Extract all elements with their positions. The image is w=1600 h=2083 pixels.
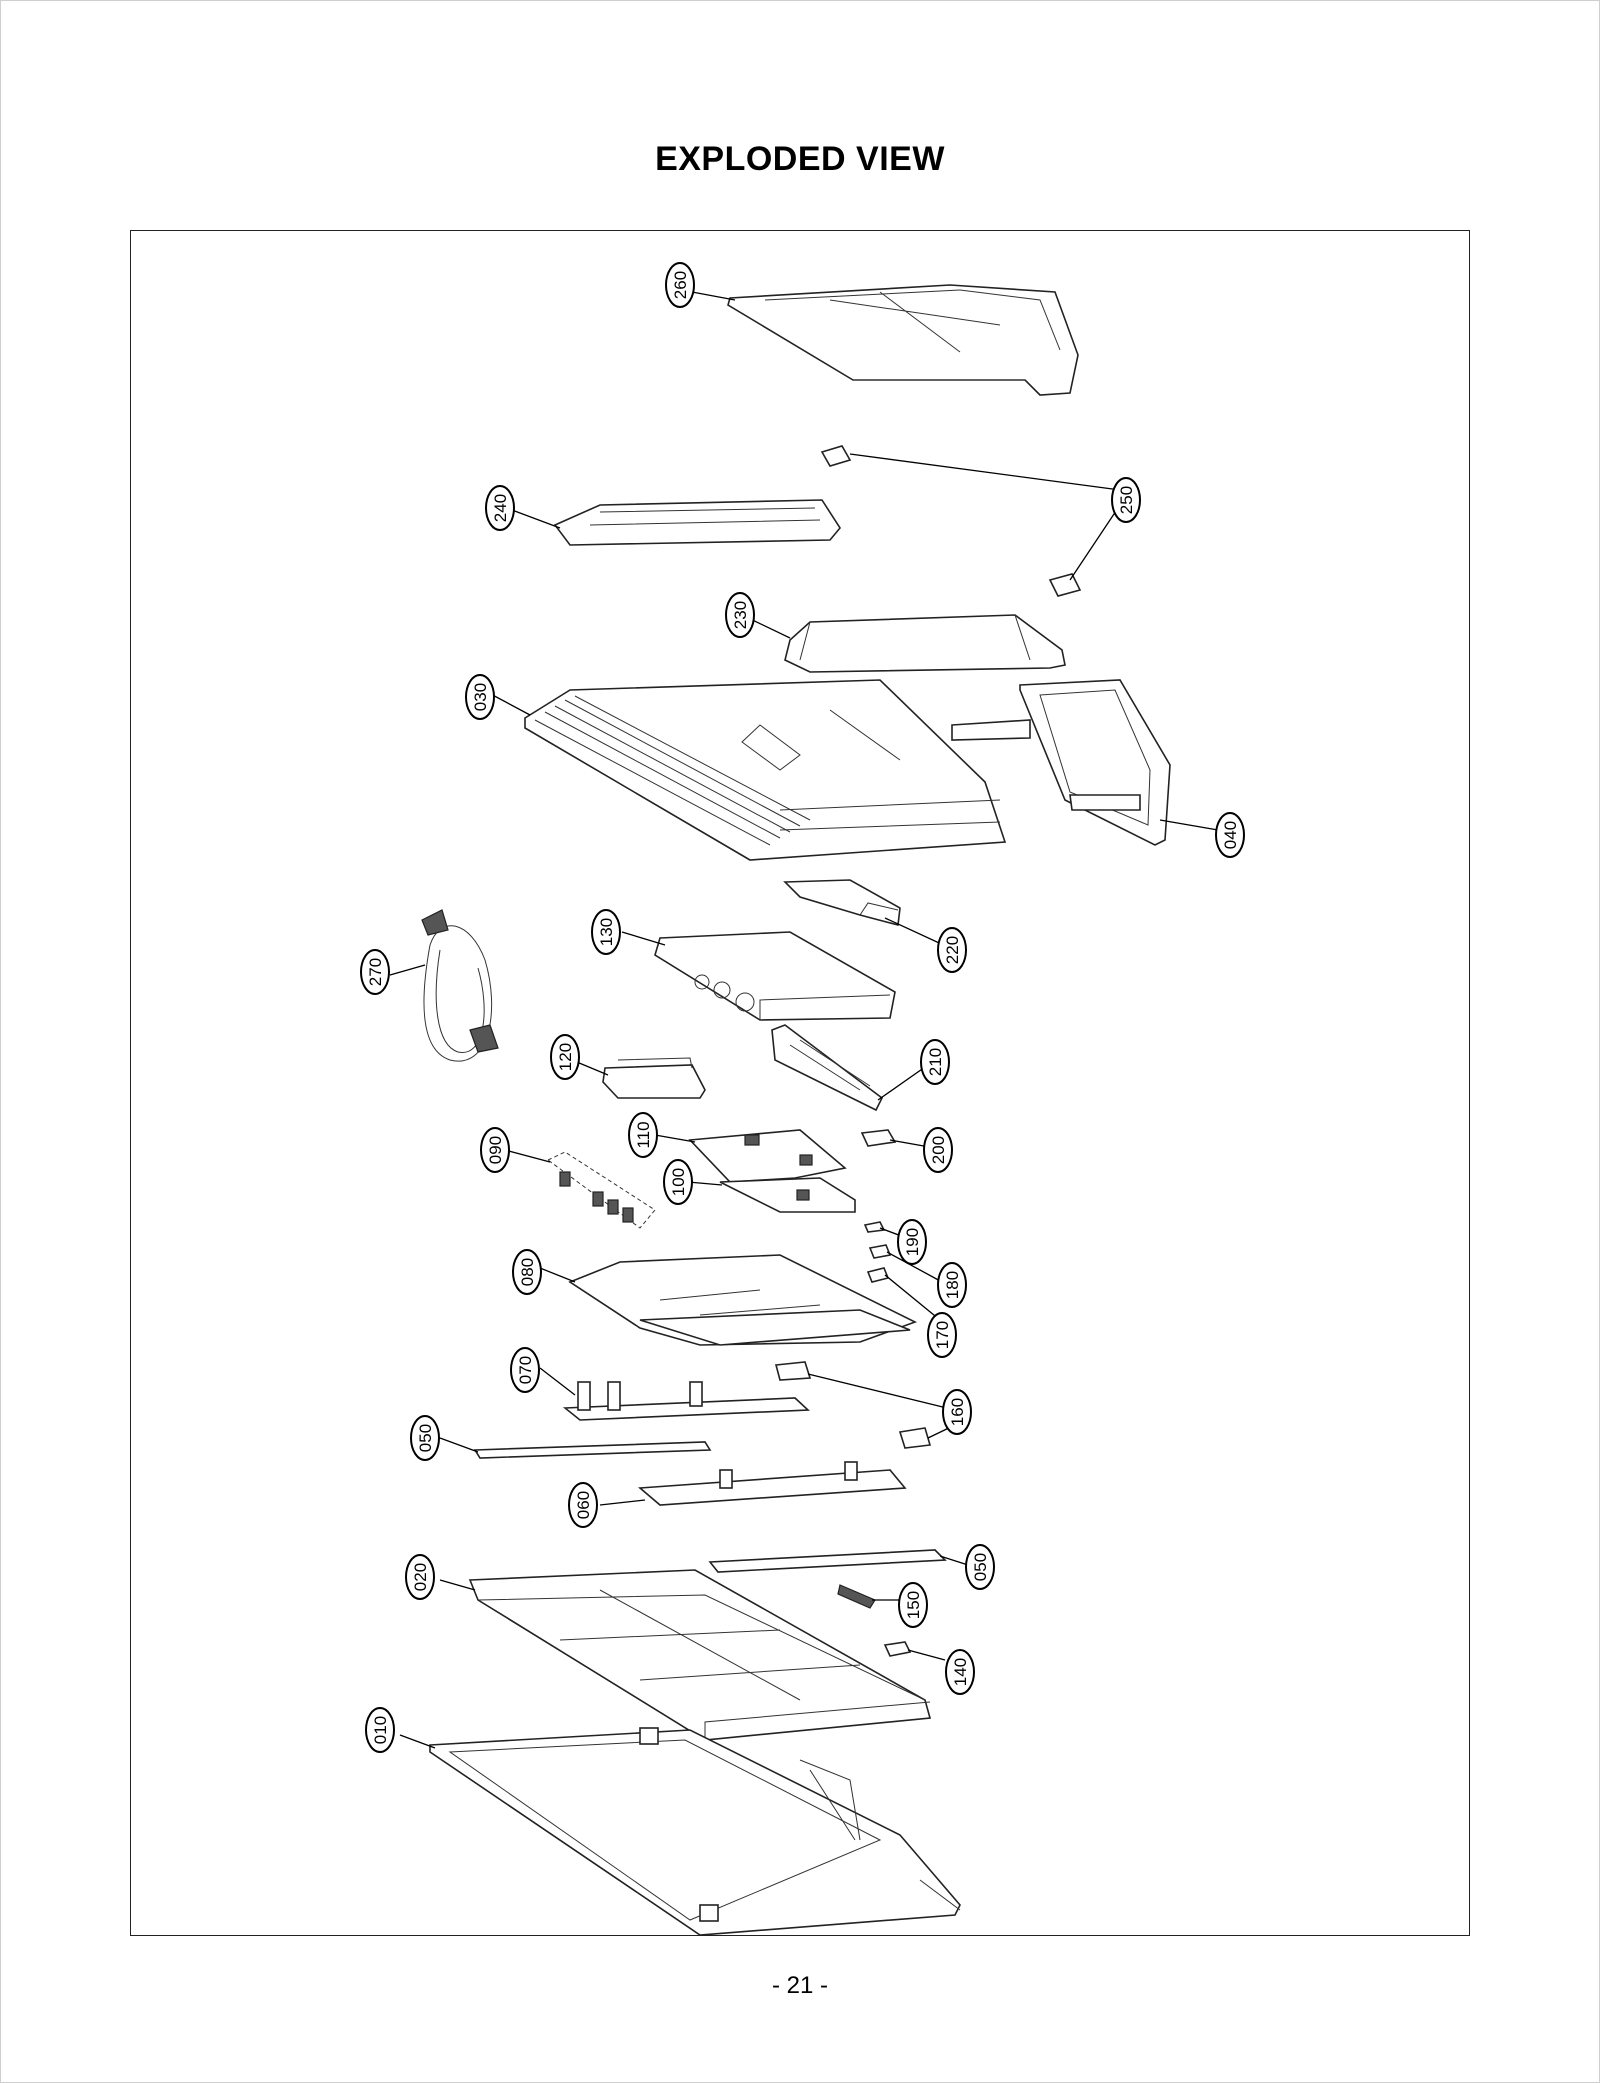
callout-190: 190 <box>897 1219 927 1265</box>
part-250-clips <box>820 445 1082 597</box>
callout-140: 140 <box>945 1649 975 1695</box>
callout-030: 030 <box>465 674 495 720</box>
part-020-panel <box>468 1569 932 1741</box>
svg-text:180: 180 <box>943 1271 962 1299</box>
svg-text:260: 260 <box>671 271 690 299</box>
part-100-board <box>719 1177 856 1213</box>
part-130-power-box <box>654 931 896 1021</box>
callout-170: 170 <box>927 1312 957 1358</box>
svg-text:160: 160 <box>948 1398 967 1426</box>
callout-220: 220 <box>937 927 967 973</box>
svg-text:130: 130 <box>597 918 616 946</box>
svg-text:270: 270 <box>366 958 385 986</box>
callout-040: 040 <box>1215 812 1245 858</box>
svg-text:010: 010 <box>371 1716 390 1744</box>
part-030-back-cabinet <box>524 679 1007 861</box>
callout-010: 010 <box>365 1707 395 1753</box>
callout-120: 120 <box>550 1034 580 1080</box>
svg-text:120: 120 <box>556 1043 575 1071</box>
callout-160: 160 <box>942 1389 972 1435</box>
part-110-main-board <box>688 1129 847 1183</box>
callout-200: 200 <box>923 1127 953 1173</box>
callout-250: 250 <box>1111 477 1141 523</box>
svg-text:030: 030 <box>471 683 490 711</box>
part-090-keys <box>547 1151 656 1229</box>
svg-text:110: 110 <box>634 1121 653 1148</box>
svg-text:020: 020 <box>411 1563 430 1591</box>
part-220-bracket <box>783 879 901 927</box>
svg-text:190: 190 <box>903 1228 922 1256</box>
svg-text:070: 070 <box>516 1356 535 1384</box>
callout-240: 240 <box>485 485 515 531</box>
part-200-board <box>860 1129 897 1147</box>
svg-text:250: 250 <box>1117 486 1136 514</box>
part-160-brackets <box>774 1361 932 1449</box>
callout-050-lower: 050 <box>965 1544 995 1590</box>
callout-230: 230 <box>725 592 755 638</box>
svg-text:050: 050 <box>971 1553 990 1581</box>
svg-text:090: 090 <box>486 1136 505 1164</box>
part-060-bracket <box>637 1461 907 1506</box>
callout-090: 090 <box>480 1127 510 1173</box>
part-240-stand-cover <box>553 499 841 546</box>
callout-270: 270 <box>360 949 390 995</box>
svg-text:220: 220 <box>943 936 962 964</box>
callout-080: 080 <box>512 1249 542 1295</box>
part-070-bracket-bar <box>562 1381 810 1421</box>
part-120-bracket <box>602 1057 706 1099</box>
svg-text:100: 100 <box>669 1168 688 1196</box>
part-230-stand-body <box>784 614 1066 673</box>
callout-050-upper: 050 <box>410 1415 440 1461</box>
svg-text:040: 040 <box>1221 821 1240 849</box>
callout-130: 130 <box>591 909 621 955</box>
part-040-stand-base <box>951 679 1171 846</box>
callout-100: 100 <box>663 1159 693 1205</box>
page-title: EXPLODED VIEW <box>655 140 945 178</box>
svg-text:240: 240 <box>491 494 510 522</box>
part-210-terminal <box>771 1024 884 1112</box>
diagram-frame <box>130 230 1470 1936</box>
callout-180: 180 <box>937 1262 967 1308</box>
callout-060: 060 <box>568 1482 598 1528</box>
part-050-rail-upper <box>473 1441 712 1459</box>
callout-150: 150 <box>898 1582 928 1628</box>
part-010-front-bezel <box>429 1727 961 1936</box>
part-270-power-cord <box>421 909 499 1062</box>
svg-text:060: 060 <box>574 1491 593 1519</box>
svg-text:150: 150 <box>904 1591 923 1619</box>
callout-020: 020 <box>405 1554 435 1600</box>
part-190-180-170-small <box>863 1221 892 1283</box>
svg-text:080: 080 <box>518 1258 537 1286</box>
svg-text:200: 200 <box>929 1136 948 1164</box>
svg-text:170: 170 <box>933 1321 952 1349</box>
part-150-140-small <box>837 1584 912 1657</box>
callout-070: 070 <box>510 1347 540 1393</box>
callout-110: 110 <box>628 1112 658 1158</box>
part-080-frame <box>568 1254 918 1346</box>
svg-text:140: 140 <box>951 1658 970 1686</box>
callout-260: 260 <box>665 262 695 308</box>
svg-text:050: 050 <box>416 1424 435 1452</box>
part-050-rail-lower <box>708 1549 947 1573</box>
callout-210: 210 <box>920 1039 950 1085</box>
part-260-cover <box>727 284 1079 396</box>
svg-text:230: 230 <box>731 601 750 629</box>
page-number: - 21 - <box>771 1972 828 1999</box>
svg-text:210: 210 <box>926 1048 945 1076</box>
